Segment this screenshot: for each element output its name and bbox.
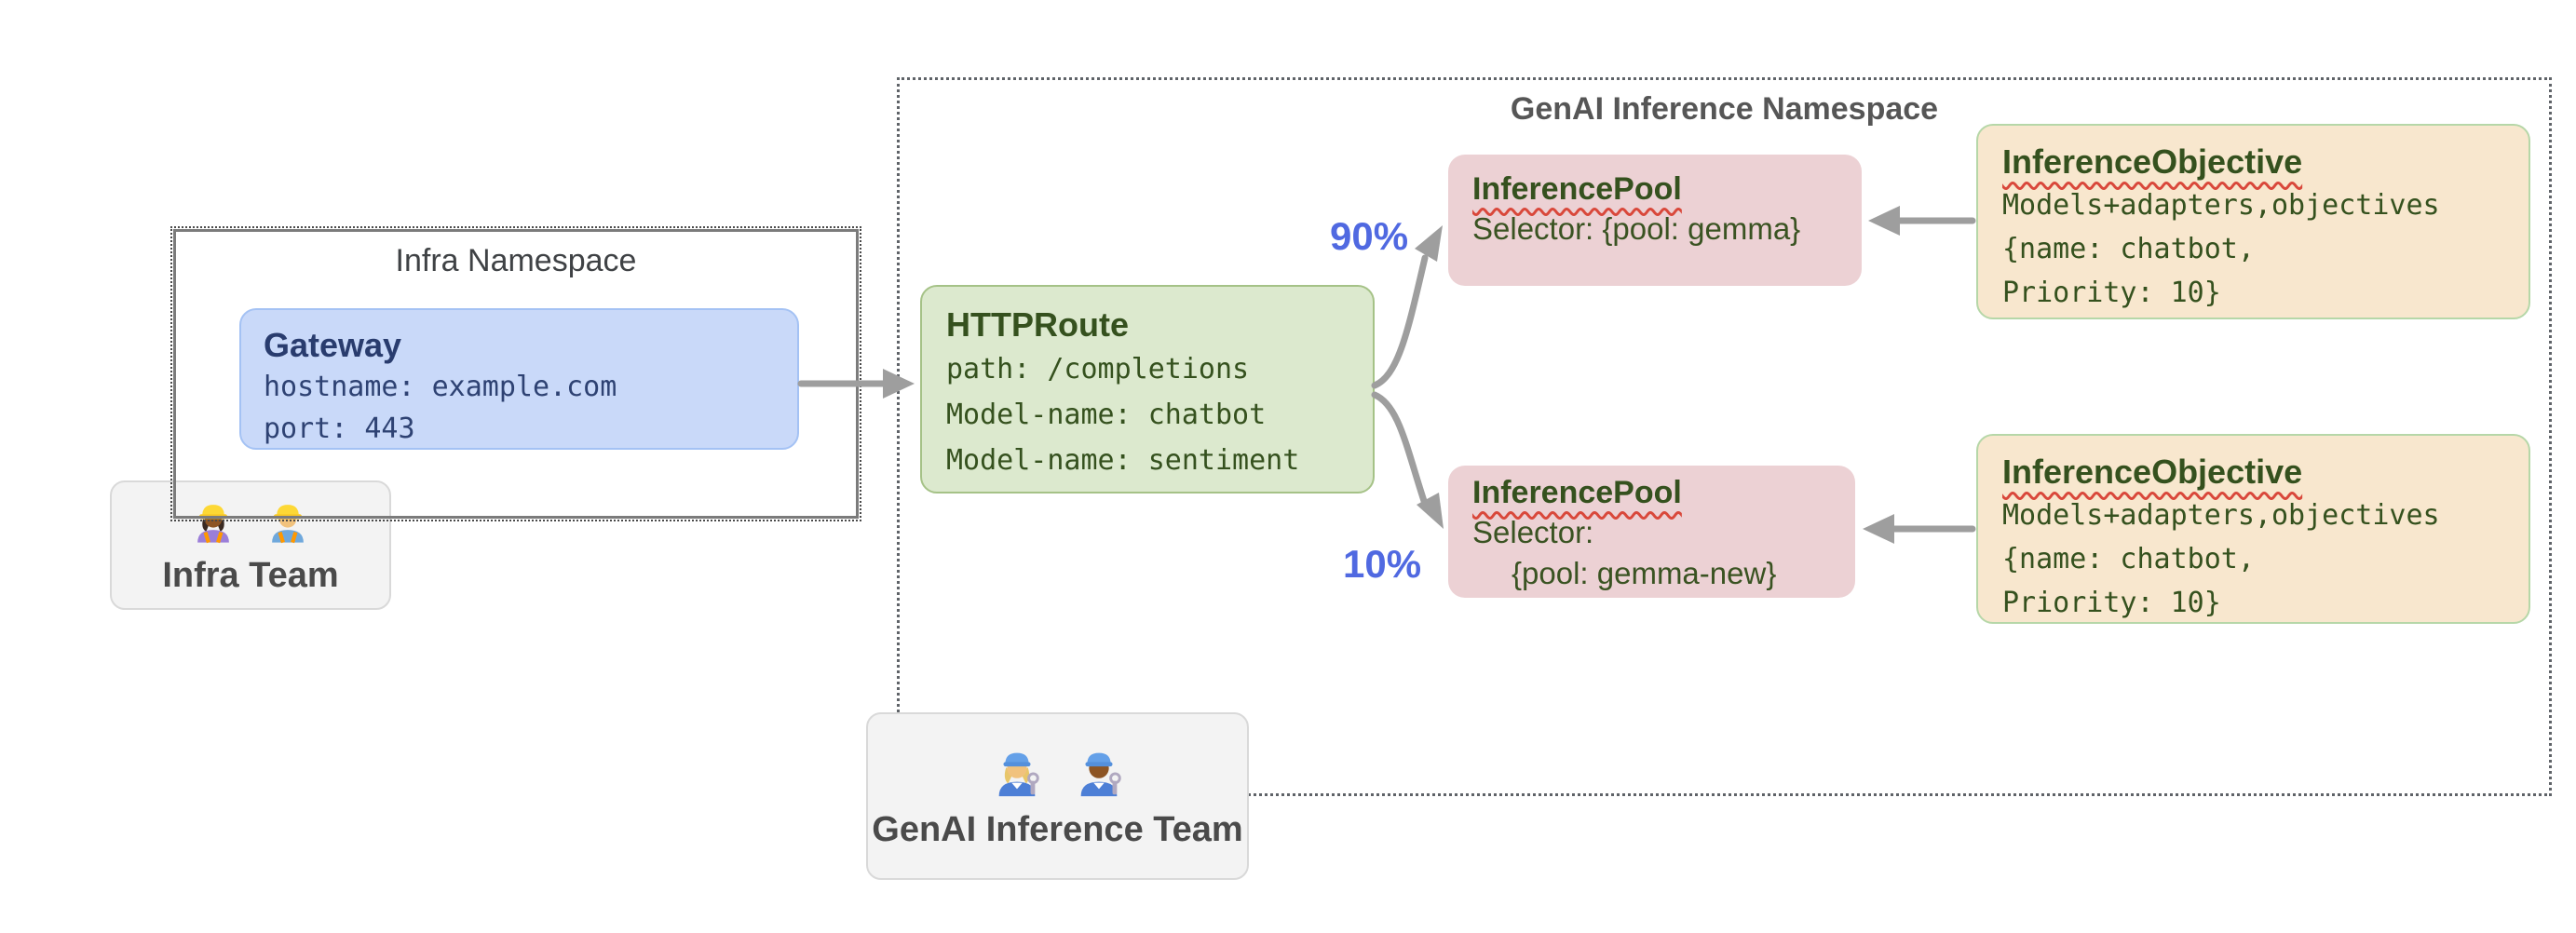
inference-pool-gemma-title: InferencePool — [1472, 171, 1682, 207]
inference-pool-gemma-new-box: InferencePool Selector: {pool: gemma-new… — [1448, 466, 1855, 598]
genai-inference-namespace-title: GenAI Inference Namespace — [1510, 91, 1939, 127]
httproute-path: path: /completions — [946, 353, 1250, 385]
woman-mechanic-icon — [988, 742, 1046, 805]
inference-objective-bottom-line3: Priority: 10} — [2002, 587, 2221, 619]
gateway-port: port: 443 — [264, 412, 415, 445]
infra-team-card: Infra Team — [110, 480, 391, 610]
inference-pool-gemma-selector: Selector: {pool: gemma} — [1472, 211, 1801, 246]
traffic-split-10-label: 10% — [1343, 542, 1422, 586]
infra-namespace-frame: Infra Namespace — [170, 226, 861, 521]
inference-objective-bottom-box: InferenceObjective Models+adapters,objec… — [1976, 434, 2530, 624]
inference-pool-gemma-new-selector-value: {pool: gemma-new} — [1512, 556, 1777, 590]
gateway-hostname: hostname: example.com — [264, 371, 617, 403]
inference-objective-top-box: InferenceObjective Models+adapters,objec… — [1976, 124, 2530, 319]
inference-objective-top-line2: {name: chatbot, — [2002, 233, 2255, 265]
httproute-box: HTTPRoute path: /completions Model-name:… — [920, 285, 1375, 494]
inference-pool-gemma-box: InferencePool Selector: {pool: gemma} — [1448, 155, 1862, 286]
inference-objective-bottom-line1: Models+adapters,objectives — [2002, 499, 2440, 532]
inference-pool-gemma-new-selector: Selector: — [1472, 515, 1594, 549]
inference-objective-top-title: InferenceObjective — [2002, 142, 2303, 181]
genai-inference-namespace-frame: GenAI Inference Namespace — [897, 77, 2552, 796]
inference-objective-bottom-title: InferenceObjective — [2002, 453, 2303, 491]
genai-team-icons — [988, 742, 1128, 805]
gateway-box: Gateway hostname: example.com port: 443 — [239, 308, 799, 450]
inference-pool-gemma-new-title: InferencePool — [1472, 475, 1682, 510]
infra-team-label: Infra Team — [162, 555, 339, 595]
genai-inference-team-card: GenAI Inference Team — [866, 712, 1249, 880]
man-mechanic-icon — [1070, 742, 1128, 805]
infra-namespace-title: Infra Namespace — [395, 243, 637, 278]
inference-objective-top-line3: Priority: 10} — [2002, 277, 2221, 309]
traffic-split-90-label: 90% — [1330, 214, 1409, 258]
gateway-title: Gateway — [264, 326, 402, 364]
httproute-model-sentiment: Model-name: sentiment — [946, 444, 1300, 477]
httproute-model-chatbot: Model-name: chatbot — [946, 399, 1267, 431]
inference-objective-top-line1: Models+adapters,objectives — [2002, 189, 2440, 222]
inference-objective-bottom-line2: {name: chatbot, — [2002, 543, 2255, 575]
httproute-title: HTTPRoute — [946, 305, 1129, 344]
genai-team-label: GenAI Inference Team — [872, 810, 1243, 849]
